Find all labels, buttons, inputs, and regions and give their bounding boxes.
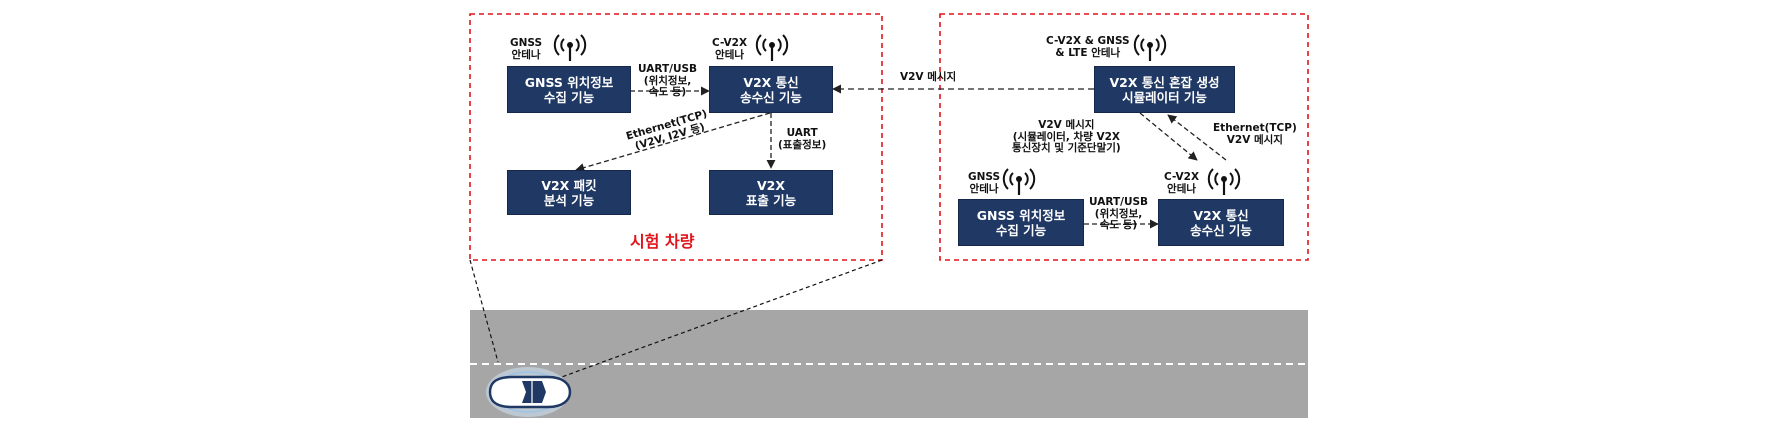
simulator-group — [939, 13, 1309, 261]
test-vehicle-title: 시험 차량 — [630, 232, 695, 251]
combo-antenna-right-label: C-V2X & GNSS& LTE 안테나 — [1046, 35, 1130, 59]
arrow-v2x-to-packet — [575, 112, 771, 173]
uart-display-label: UART(표출정보) — [778, 127, 827, 151]
gnss-antenna-left-icon — [553, 34, 587, 61]
gnss-antenna-right-icon — [1002, 168, 1036, 195]
zoom-line-right — [547, 259, 883, 383]
v2v-message-top-label: V2V 메시지 — [900, 71, 957, 83]
cv2x-antenna-right-icon — [1207, 168, 1241, 195]
uart-usb-right-label: UART/USB(위치정보,속도 등) — [1089, 196, 1149, 231]
zoom-line-left — [469, 259, 499, 363]
arrow-simulator-to-v2x-right — [1139, 112, 1198, 161]
test-vehicle-group — [469, 13, 883, 261]
uart-usb-left-label: UART/USB(위치정보,속도 등) — [638, 63, 698, 98]
ethernet-right-label: Ethernet(TCP)V2V 메시지 — [1213, 122, 1297, 146]
cv2x-antenna-left-icon — [755, 34, 789, 61]
combo-antenna-right-icon — [1133, 34, 1167, 61]
arrow-v2x-right-to-simulator — [1167, 114, 1227, 161]
test-vehicle-car-icon — [486, 367, 572, 417]
